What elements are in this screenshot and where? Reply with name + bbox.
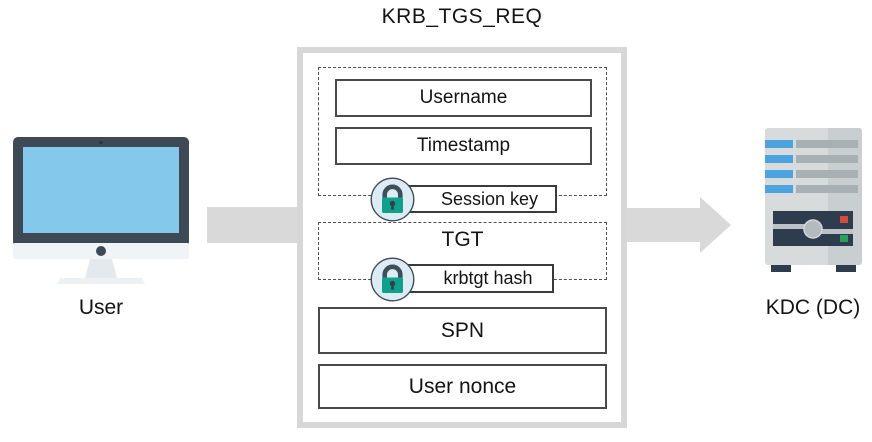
- field-tgt: TGT: [441, 228, 484, 251]
- diagram-title: KRB_TGS_REQ: [381, 5, 543, 28]
- field-spn: SPN: [318, 307, 607, 354]
- lock-icon: [370, 257, 415, 302]
- session-key-tag: Session key: [402, 185, 557, 213]
- flow-arrow-packet-to-kdc: [620, 197, 731, 253]
- field-username: Username: [335, 79, 592, 117]
- sender-label: User: [78, 296, 124, 319]
- field-timestamp: Timestamp: [335, 127, 592, 165]
- desktop-computer-icon: [13, 137, 189, 284]
- field-user-nonce: User nonce: [318, 364, 607, 409]
- server-icon: [765, 128, 862, 272]
- krbtgt-hash-tag: krbtgt hash: [402, 264, 554, 293]
- receiver-label: KDC (DC): [765, 296, 861, 319]
- flow-arrow-user-to-packet: [207, 207, 299, 243]
- lock-icon: [370, 177, 415, 222]
